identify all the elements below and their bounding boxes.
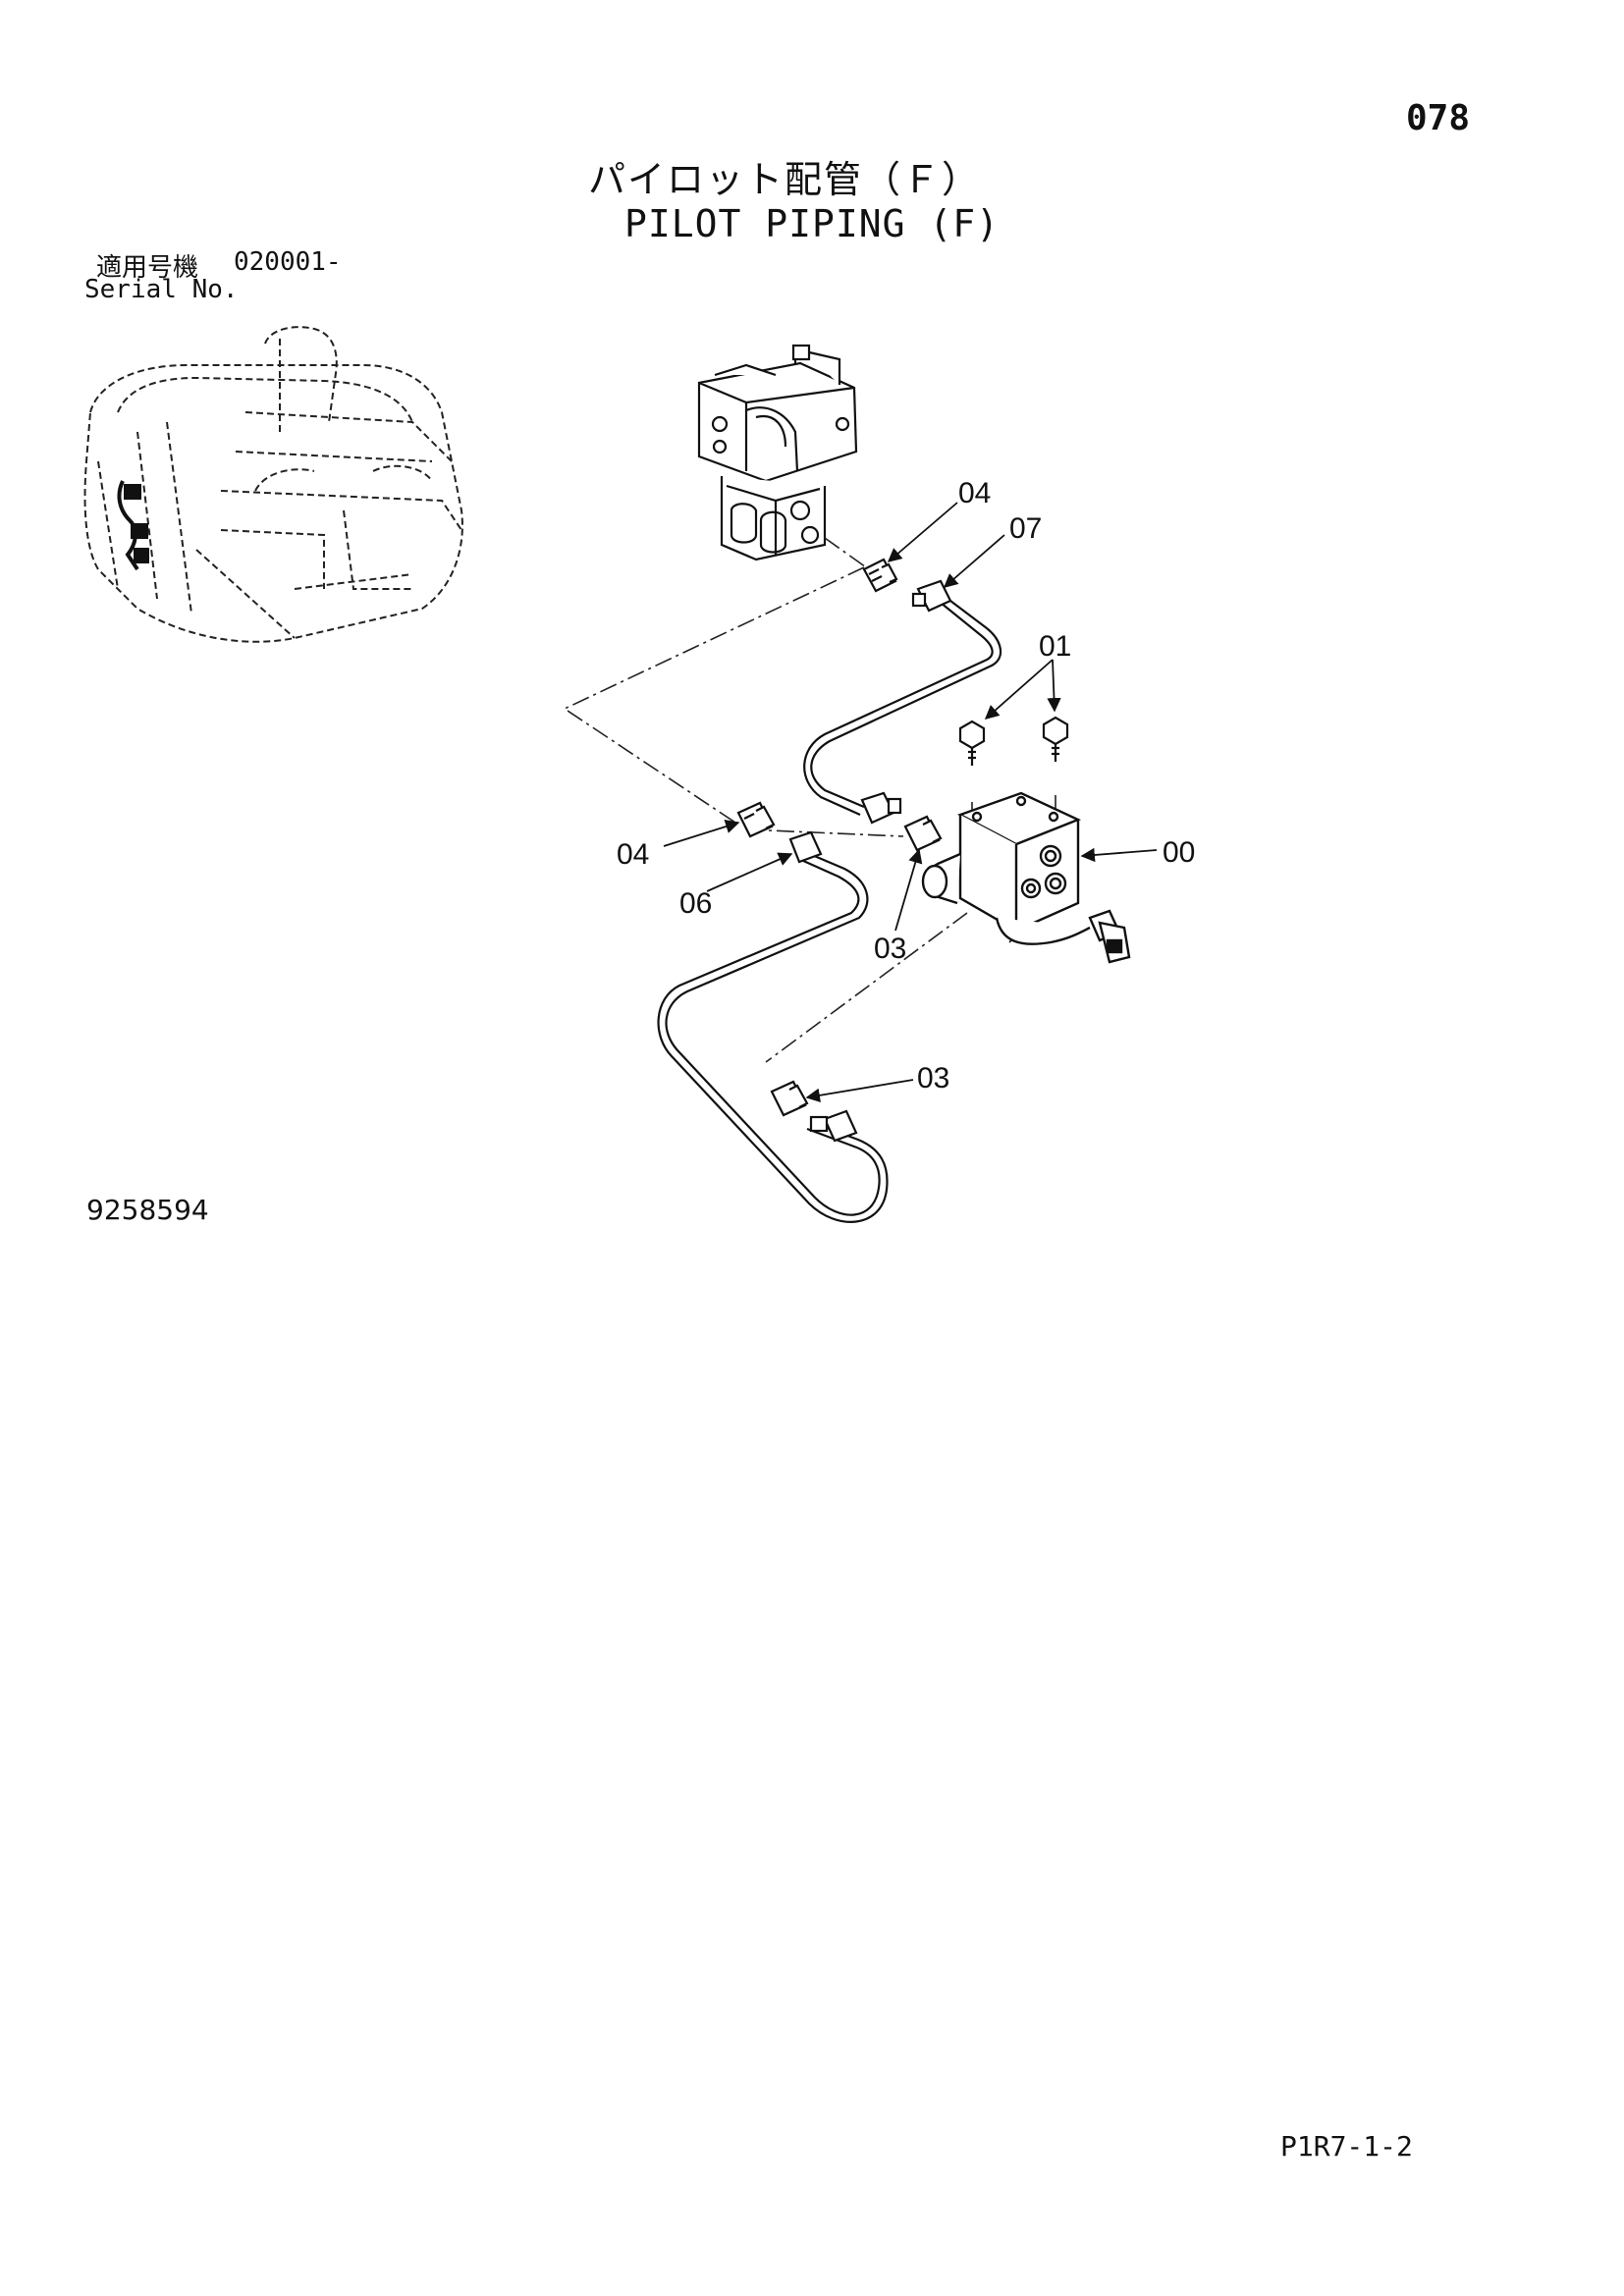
fitting-07-top <box>911 579 952 613</box>
callout-03-bottom: 03 <box>917 1062 949 1095</box>
highlighted-pilot-piping <box>117 480 149 571</box>
pipe-07 <box>803 594 1002 817</box>
adapter-04-left <box>736 801 776 838</box>
solenoid-valve-00 <box>921 791 1131 964</box>
title-japanese: パイロット配管（Ｆ） <box>587 158 981 201</box>
callout-04-left: 04 <box>617 838 649 871</box>
machine-overview-thumbnail <box>83 326 463 643</box>
bolt-01-left <box>958 720 986 766</box>
adapter-04-top <box>862 558 898 593</box>
serial-label-english: Serial No. <box>84 275 239 304</box>
serial-number-value: 020001- <box>234 247 342 277</box>
adapter-03-mid <box>903 815 943 852</box>
adapter-03-bottom <box>770 1080 809 1117</box>
callout-06: 06 <box>679 887 712 920</box>
fitting-07-bottom <box>860 791 902 825</box>
page-reference: P1R7-1-2 <box>1280 2130 1413 2163</box>
callout-01: 01 <box>1039 630 1071 663</box>
callout-04-top: 04 <box>958 477 991 509</box>
pilot-valve-assembly <box>697 344 858 561</box>
page-number: 078 <box>1406 98 1471 138</box>
pipe-06 <box>657 850 889 1223</box>
callout-00: 00 <box>1163 836 1195 869</box>
callout-03-mid: 03 <box>874 933 906 965</box>
title-english: PILOT PIPING (F) <box>623 202 1001 245</box>
guide-lines <box>563 537 1061 1063</box>
leader-lines <box>663 502 1158 1102</box>
drawing-number: 9258594 <box>86 1194 209 1226</box>
serial-label-japanese: 適用号機 <box>96 253 199 283</box>
callout-07: 07 <box>1009 512 1042 545</box>
bolt-01-right <box>1042 716 1069 762</box>
fitting-06-top <box>788 830 823 864</box>
fitting-06-bottom <box>809 1109 858 1143</box>
